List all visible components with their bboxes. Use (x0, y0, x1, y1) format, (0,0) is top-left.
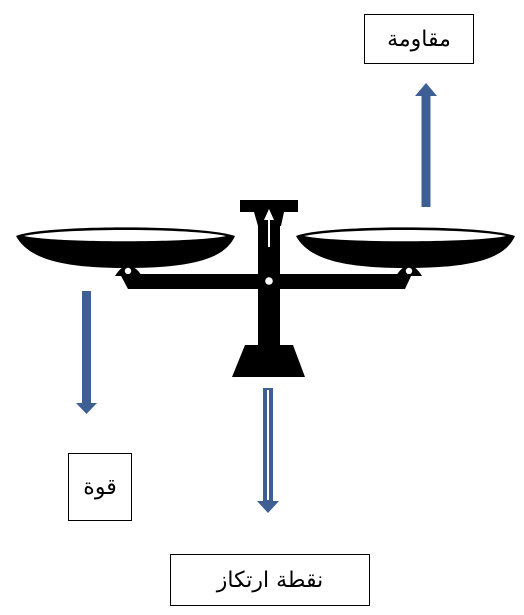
resistance-arrow (415, 83, 437, 207)
force-label: قوة (68, 453, 132, 521)
right-pan-hook (396, 265, 422, 276)
resistance-label: مقاومة (364, 14, 474, 64)
balance-pillar (258, 224, 280, 346)
fulcrum-arrow (257, 388, 279, 513)
balance-base (232, 345, 305, 377)
fulcrum-label: نقطة ارتكاز (170, 554, 370, 606)
left-pan-hook (115, 265, 142, 276)
left-pan (16, 227, 235, 268)
pivot-circle (265, 277, 273, 285)
right-pan (296, 227, 515, 268)
force-arrow (76, 291, 97, 414)
needle-arrow (264, 209, 274, 247)
